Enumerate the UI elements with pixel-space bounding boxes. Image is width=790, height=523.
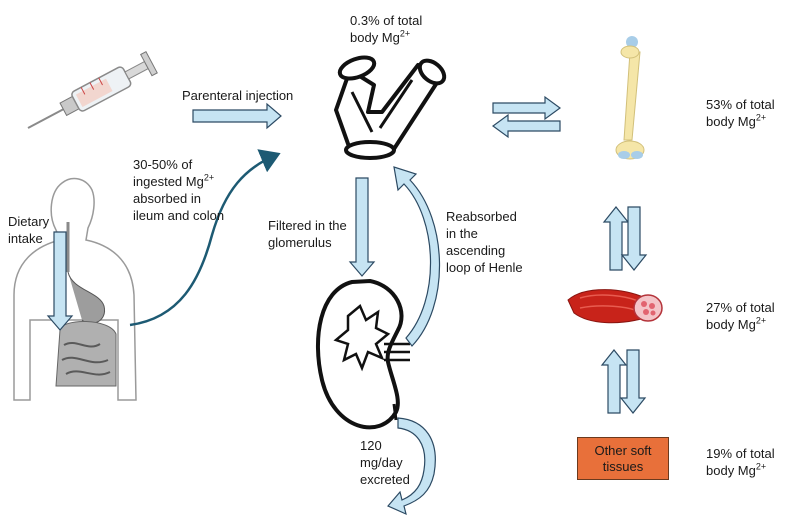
- blood-vessel-icon: [334, 55, 447, 160]
- muscle-soft-arrow-down: [619, 349, 647, 414]
- other-soft-tissues-box: Other soft tissues: [577, 437, 669, 480]
- bone-muscle-arrow-down: [620, 206, 648, 271]
- soft-tissue-mg-label: 19% of total body Mg2+: [706, 446, 775, 478]
- bone-muscle-arrow-up: [602, 206, 630, 271]
- muscle-mg-label: 27% of total body Mg2+: [706, 300, 775, 332]
- reabsorbed-label: Reabsorbed in the ascending loop of Henl…: [446, 209, 523, 275]
- dietary-intake-arrow: [46, 231, 74, 331]
- dietary-intake-label: Dietary intake: [8, 214, 50, 246]
- excreted-label: 120 mg/day excreted: [360, 438, 410, 487]
- absorbed-label: 30-50% of ingested Mg2+ absorbed in ileu…: [133, 157, 225, 223]
- injection-arrow: [192, 102, 282, 130]
- excreted-curve-arrow: [387, 417, 436, 516]
- reabsorbed-curve-arrow: [393, 166, 441, 347]
- muscle-icon: [567, 289, 663, 324]
- bone-icon: [615, 36, 645, 160]
- filtered-arrow: [348, 177, 376, 277]
- blood-mg-label: 0.3% of total body Mg2+: [350, 13, 423, 45]
- parenteral-injection-label: Parenteral injection: [182, 88, 294, 103]
- kidney-icon: [315, 278, 410, 430]
- bone-mg-label: 53% of total body Mg2+: [706, 97, 775, 129]
- exchange-arrow-left: [491, 113, 561, 139]
- absorption-curve: [129, 149, 281, 327]
- digestive-body-icon: [13, 177, 137, 401]
- syringe-icon: [27, 51, 158, 129]
- exchange-arrow-right: [492, 95, 562, 121]
- filtered-label: Filtered in the glomerulus: [268, 218, 347, 250]
- muscle-soft-arrow-up: [600, 349, 628, 414]
